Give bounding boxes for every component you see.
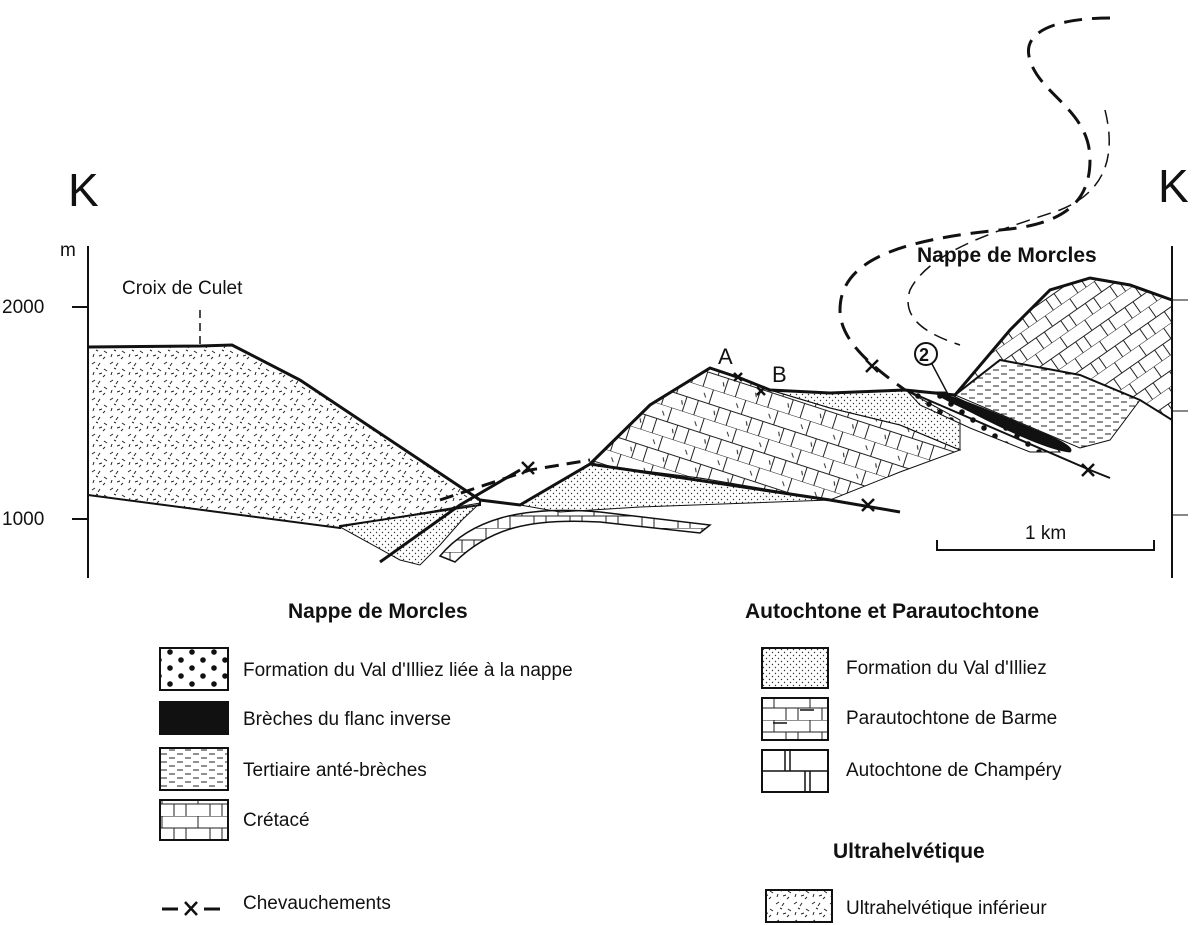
legend-label: Crétacé [243,810,310,831]
legend-item-ultrahelvetique-inferieur: Ultrahelvétique inférieur [765,889,1047,923]
legend-label: Formation du Val d'Illiez [846,658,1047,679]
thrust-central [829,498,901,514]
fault-line-central [589,462,831,502]
unit-val-illiez-lower [338,502,482,566]
section-letter-right: K [1158,160,1189,212]
legend-label: Chevauchements [243,893,391,914]
point-a-label: A [718,344,733,369]
legend-item-champery: Autochtone de Champéry [761,749,1062,793]
legend-label: Brèches du flanc inverse [243,709,451,730]
scale-label: 1 km [1025,523,1066,544]
nappe-fold-outer [838,16,1111,392]
topographic-surface [87,276,1173,507]
fault-line-nappe [904,389,1091,471]
legend-label: Formation du Val d'Illiez liée à la napp… [243,660,573,681]
nappe-fold-inner [907,109,1110,346]
thrust-right [1089,469,1111,479]
legend-label: Tertiaire anté-brèches [243,760,427,781]
elevation-axis: m 2000 1000 [2,240,89,578]
legend-item-barme: Parautochtone de Barme [761,697,1057,741]
legend-item-val-illiez-nappe: Formation du Val d'Illiez liée à la napp… [159,647,573,691]
point-b-label: B [772,362,787,387]
legend-label: Autochtone de Champéry [846,760,1062,781]
legend-item-cretace: Crétacé [159,799,310,841]
legend-header-autochtone: Autochtone et Parautochtone [745,600,1039,623]
legend-item-breches: Brèches du flanc inverse [159,701,451,735]
peak-label-croix-de-culet: Croix de Culet [122,278,243,299]
section-letter-left: K [68,164,99,216]
right-axis [1171,246,1188,578]
legend-label: Ultrahelvétique inférieur [846,898,1047,919]
thrust-x-marks [521,359,1095,512]
legend-header-nappe: Nappe de Morcles [288,600,468,623]
nappe-title: Nappe de Morcles [917,244,1097,267]
axis-tick-2000: 2000 [2,297,44,318]
point-2-label: 2 [919,345,929,365]
legend-item-val-illiez: Formation du Val d'Illiez [761,647,1047,689]
scale-bar: 1 km [936,523,1155,551]
legend-item-tertiaire: Tertiaire anté-brèches [159,747,427,791]
legend-label: Parautochtone de Barme [846,708,1057,729]
unit-autochtone-champery [438,509,712,563]
axis-unit: m [60,240,76,261]
fault-line-valley [379,468,521,564]
legend-item-thrust: Chevauchements [162,893,391,916]
point-2-marker: 2 [914,342,951,399]
unit-breches-flanc-inverse [933,391,1072,453]
legend-header-ultra: Ultrahelvétique [833,840,985,863]
axis-tick-1000: 1000 [2,509,44,530]
